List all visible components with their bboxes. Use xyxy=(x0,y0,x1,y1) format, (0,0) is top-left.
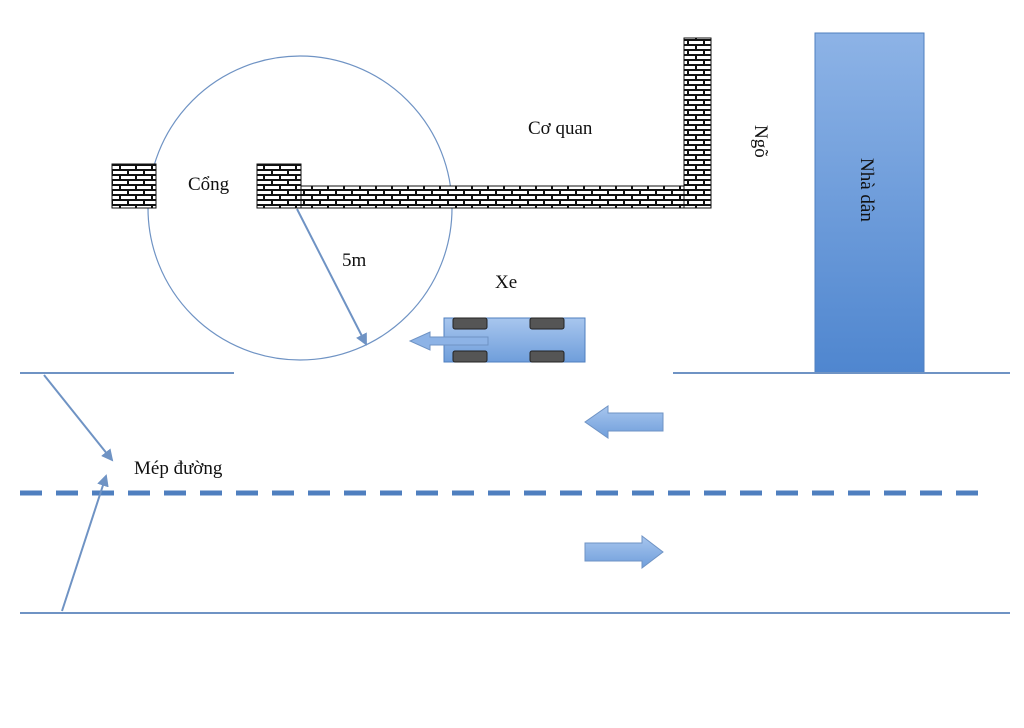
gate-label: Cổng xyxy=(188,174,230,195)
right-gate-pillar xyxy=(256,163,302,209)
agency-label: Cơ quan xyxy=(528,118,593,139)
house-block xyxy=(814,32,925,374)
road-edge-pointer-top xyxy=(43,374,114,462)
road-edge-label: Mép đường xyxy=(134,458,223,479)
vehicle-wheel xyxy=(452,350,488,363)
alley-label: Ngõ xyxy=(750,125,771,158)
house-label: Nhà dân xyxy=(856,158,877,222)
vehicle-label: Xe xyxy=(495,272,517,293)
lane-arrow-right xyxy=(584,534,664,570)
vehicle-wheel xyxy=(452,317,488,330)
radius-label: 5m xyxy=(342,250,367,271)
agency-wall-horizontal xyxy=(300,185,685,209)
vehicle-wheel xyxy=(529,317,565,330)
radius-arrow xyxy=(296,208,367,346)
lane-arrow-left xyxy=(584,405,664,439)
vehicle-wheel xyxy=(529,350,565,363)
vehicle xyxy=(408,317,586,363)
vehicle-direction-arrow xyxy=(408,331,489,351)
agency-wall-vertical xyxy=(683,37,712,209)
road-edge-pointer-bottom xyxy=(61,474,109,612)
left-gate-pillar xyxy=(111,163,157,209)
